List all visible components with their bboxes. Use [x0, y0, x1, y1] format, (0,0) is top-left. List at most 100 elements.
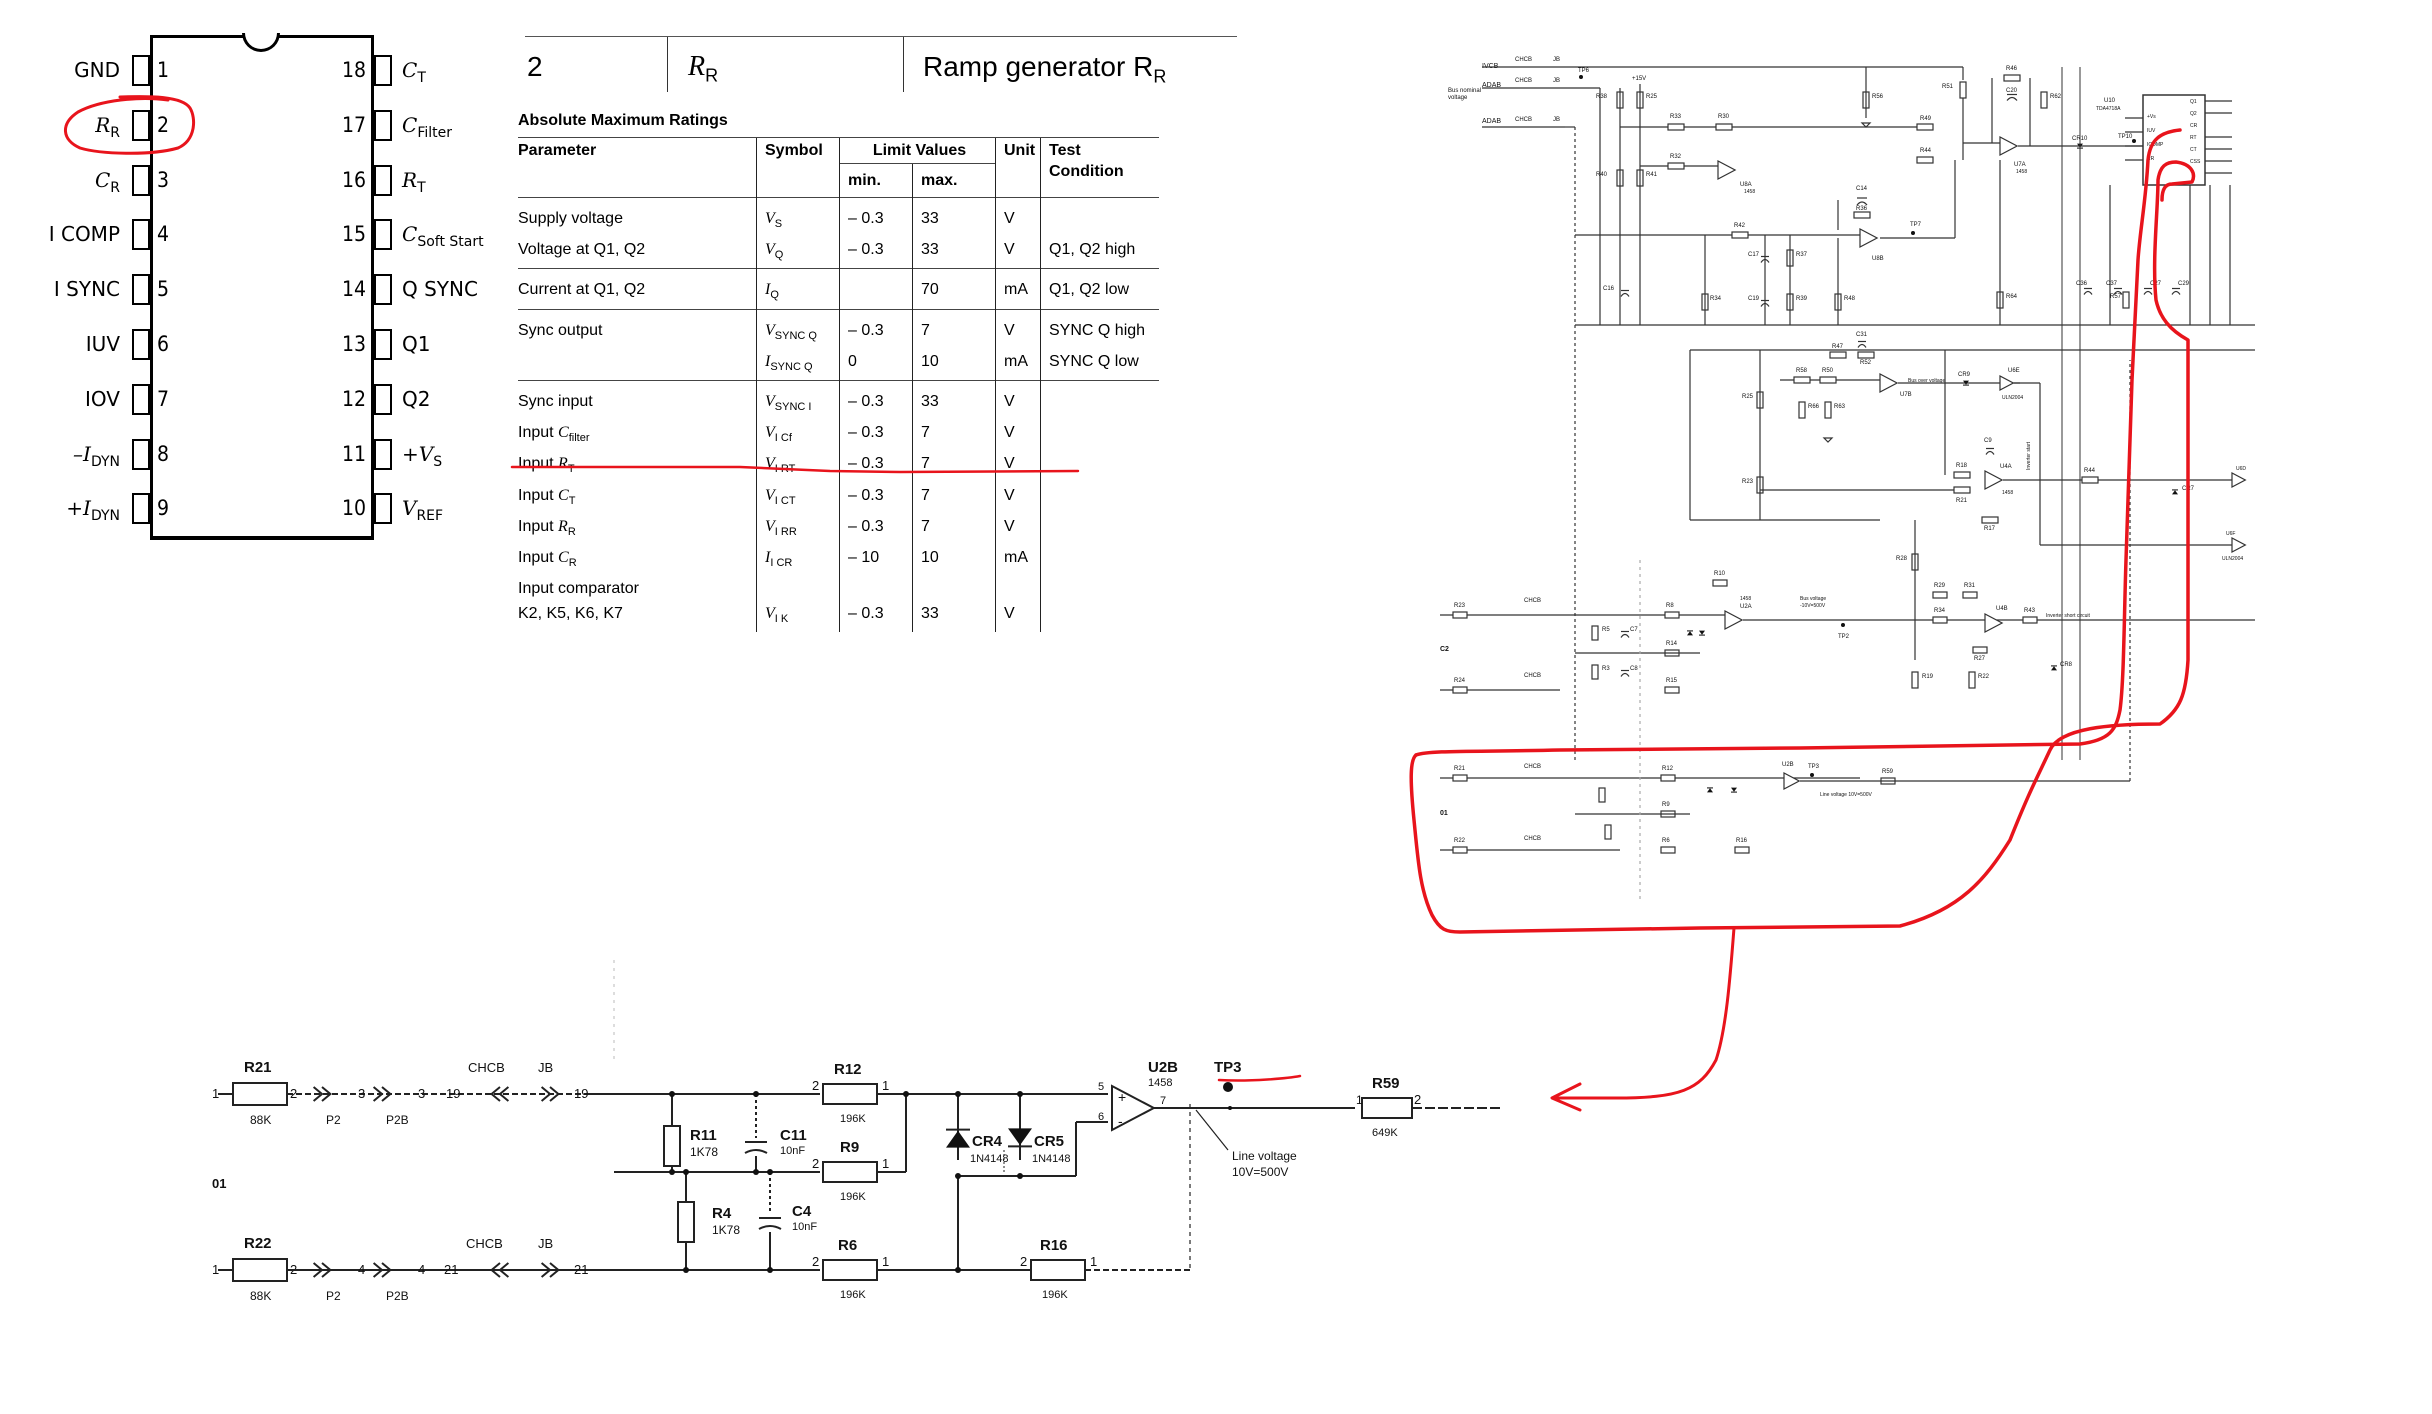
capacitor-c31: [1857, 340, 1867, 348]
symbol-subscript: Q: [774, 249, 784, 262]
capacitor-plate-curved: [1985, 450, 1995, 455]
pin-number: 6: [157, 332, 170, 356]
opamp-u7a: [1999, 136, 2019, 156]
resistor-r30: [1715, 123, 1733, 131]
capacitor-c14: [1856, 197, 1868, 206]
pin-label: IUV: [85, 332, 120, 356]
cell-sym: VI Cf: [756, 420, 840, 452]
pin-label-main: R: [402, 167, 418, 192]
pin-number: 16: [342, 167, 367, 192]
pin-label: RT: [402, 165, 426, 204]
junction-dot: [955, 1267, 961, 1273]
label: R10: [1714, 571, 1726, 577]
pin-label: I SYNC: [53, 277, 120, 302]
diode-cr5-icon: [1008, 1128, 1032, 1148]
cell-min: [839, 268, 913, 310]
connector-name: CHCB: [468, 1060, 505, 1075]
pin-function-sub: R: [1153, 66, 1167, 87]
capacitor-plate-curved: [2006, 96, 2018, 101]
pin-lead: [374, 219, 392, 251]
label: C14: [1856, 186, 1868, 192]
pin-number: 17: [342, 112, 367, 137]
chevron: [498, 1262, 510, 1278]
pin-label: GND: [74, 58, 120, 82]
cell-max: [912, 576, 996, 602]
label: R32: [1670, 154, 1682, 160]
ic-part: TDA4718A: [2096, 106, 2121, 112]
junction-dot: [903, 1091, 909, 1097]
table-row-underline: [510, 465, 1080, 474]
cell-sym: VSYNC I: [756, 379, 840, 421]
pin-lead: [132, 383, 150, 415]
label: R18: [1956, 463, 1968, 469]
connector-chevron-icon: [490, 1262, 510, 1278]
resistor-value: 88K: [250, 1289, 271, 1303]
symbol-subscript: I RR: [774, 525, 797, 538]
capacitor-plate-curved: [2171, 290, 2181, 295]
capacitor: [2171, 287, 2181, 295]
label: R40: [1596, 172, 1608, 178]
label: C29: [2178, 281, 2190, 287]
diode-body: [946, 1130, 970, 1148]
label: R41: [1646, 172, 1658, 178]
pin-label: Q1: [402, 332, 431, 356]
cell-unit: mA: [995, 544, 1041, 577]
cell-cond: [1040, 482, 1159, 514]
connector-name: CHCB: [1515, 117, 1532, 123]
cell-cond: [1040, 197, 1159, 238]
cell-cond: [1040, 379, 1159, 421]
resistor-ref: R16: [1040, 1237, 1068, 1254]
pin-lead: [374, 493, 392, 525]
connector-pin: 3: [358, 1086, 365, 1101]
symbol-subscript: I Cf: [774, 432, 792, 445]
test-point-tp2-icon: [1841, 623, 1845, 627]
capacitor-plate-curved: [1620, 633, 1630, 638]
junction-dot: [1017, 1091, 1023, 1097]
cell-param: Input CT: [518, 486, 576, 507]
cell-cond: [1040, 451, 1159, 483]
label: ULN2004: [2222, 556, 2243, 562]
label: R12: [1662, 766, 1674, 772]
resistor-r12-mini: [1660, 774, 1676, 782]
label: R46: [2006, 66, 2018, 72]
cell-max: 7: [912, 420, 996, 452]
pin-label: Q2: [402, 386, 431, 411]
pin-label: CR: [0, 165, 120, 204]
chevron: [321, 1262, 332, 1278]
junction-dot: [955, 1173, 961, 1179]
opamp-u8a: [1717, 160, 1737, 180]
resistor-r11: [663, 1125, 681, 1167]
cell-sym: VI CT: [756, 482, 840, 514]
connector-pin: 19: [446, 1086, 460, 1101]
cell-unit: V: [995, 197, 1041, 238]
pin-lead: [374, 164, 392, 196]
absolute-maximum-ratings-table: Parameter Symbol Limit Values Unit Test …: [518, 137, 1159, 633]
cell-unit: V: [995, 513, 1041, 545]
chevron: [321, 1086, 332, 1102]
pin-lead: [132, 109, 150, 141]
pin-lead: [132, 164, 150, 196]
connector-name: JB: [538, 1060, 553, 1075]
label: C20: [2006, 88, 2018, 94]
cell-max: 10: [912, 348, 996, 381]
cell-max: 7: [912, 482, 996, 514]
cell-param: K2, K5, K6, K7: [518, 605, 623, 623]
connector-chevron-icon: [312, 1086, 332, 1102]
driver-u6d: [2231, 472, 2247, 488]
annotation-line-voltage-scale: 10V=500V: [1232, 1165, 1288, 1179]
routing-loop-path: [1409, 160, 2196, 934]
param-symbol: R: [558, 517, 568, 535]
symbol-subscript: S: [774, 218, 783, 231]
capacitor-plate-curved: [1620, 672, 1630, 677]
column-divider: [667, 37, 668, 92]
pin-label-main: V: [402, 496, 417, 521]
resistor-r51: [1959, 81, 1967, 99]
cell-min: – 0.3: [839, 197, 913, 238]
label: U4B: [1996, 606, 2008, 612]
junction-dot: [753, 1169, 759, 1175]
resistor-value: 649K: [1372, 1127, 1398, 1139]
